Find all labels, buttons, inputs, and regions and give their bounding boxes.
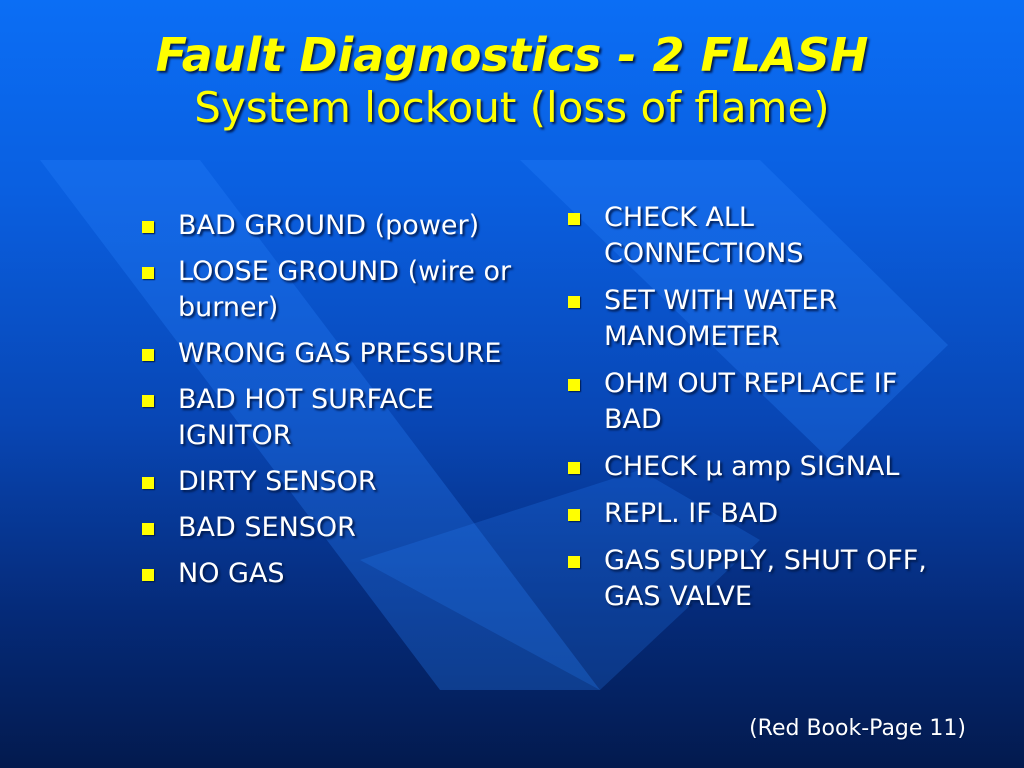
cause-text: BAD HOT SURFACE IGNITOR: [178, 384, 434, 451]
square-bullet-icon: [142, 523, 154, 535]
square-bullet-icon: [568, 462, 580, 474]
cause-text: NO GAS: [178, 558, 285, 589]
list-item: GAS SUPPLY, SHUT OFF, GAS VALVE: [566, 543, 946, 615]
square-bullet-icon: [142, 395, 154, 407]
list-item: CHECK µ amp SIGNAL: [566, 449, 946, 485]
list-item: NO GAS: [140, 556, 520, 592]
slide-title: Fault Diagnostics - 2 FLASH: [155, 28, 869, 82]
cause-text: BAD SENSOR: [178, 512, 356, 543]
square-bullet-icon: [142, 569, 154, 581]
cause-text: WRONG GAS PRESSURE: [178, 338, 502, 369]
list-item: REPL. IF BAD: [566, 496, 946, 532]
list-item: BAD HOT SURFACE IGNITOR: [140, 382, 520, 454]
list-item: CHECK ALL CONNECTIONS: [566, 200, 946, 272]
page-reference: (Red Book-Page 11): [749, 716, 966, 741]
list-item: LOOSE GROUND (wire or burner): [140, 254, 520, 326]
square-bullet-icon: [142, 477, 154, 489]
remedy-text: CHECK µ amp SIGNAL: [604, 451, 900, 482]
square-bullet-icon: [142, 349, 154, 361]
square-bullet-icon: [142, 221, 154, 233]
remedy-text: REPL. IF BAD: [604, 498, 779, 529]
cause-text: LOOSE GROUND (wire or burner): [178, 256, 512, 323]
slide-subtitle: System lockout (loss of flame): [194, 83, 830, 132]
cause-text: BAD GROUND (power): [178, 210, 480, 241]
square-bullet-icon: [568, 379, 580, 391]
square-bullet-icon: [568, 509, 580, 521]
list-item: BAD GROUND (power): [140, 208, 520, 244]
square-bullet-icon: [568, 213, 580, 225]
remedy-text: SET WITH WATER MANOMETER: [604, 285, 838, 352]
square-bullet-icon: [568, 296, 580, 308]
cause-text: DIRTY SENSOR: [178, 466, 377, 497]
list-item: DIRTY SENSOR: [140, 464, 520, 500]
list-item: SET WITH WATER MANOMETER: [566, 283, 946, 355]
remedy-text: OHM OUT REPLACE IF BAD: [604, 368, 898, 435]
remedies-list: CHECK ALL CONNECTIONS SET WITH WATER MAN…: [566, 200, 946, 626]
remedy-text: GAS SUPPLY, SHUT OFF, GAS VALVE: [604, 545, 927, 612]
list-item: OHM OUT REPLACE IF BAD: [566, 366, 946, 438]
list-item: WRONG GAS PRESSURE: [140, 336, 520, 372]
list-item: BAD SENSOR: [140, 510, 520, 546]
slide-title-block: Fault Diagnostics - 2 FLASH System locko…: [0, 28, 1024, 134]
remedy-text: CHECK ALL CONNECTIONS: [604, 202, 804, 269]
square-bullet-icon: [142, 267, 154, 279]
square-bullet-icon: [568, 556, 580, 568]
causes-list: BAD GROUND (power) LOOSE GROUND (wire or…: [140, 208, 520, 602]
